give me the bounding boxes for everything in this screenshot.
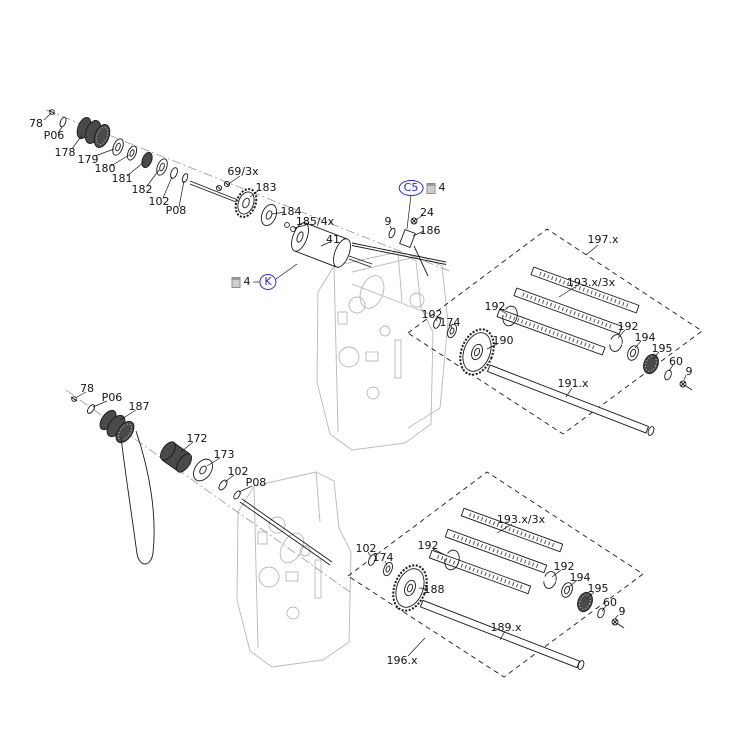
part-label-182: 182	[131, 183, 153, 196]
ghost-frame-upper	[316, 251, 449, 451]
screw-185	[284, 222, 290, 228]
part-label-194: 194	[634, 331, 656, 344]
part-label-9: 9	[685, 365, 693, 378]
part-label-173: 173	[213, 448, 235, 461]
boundary-196	[347, 471, 644, 678]
part-label-197-x: 197.x	[587, 233, 619, 246]
part-label-194: 194	[569, 571, 591, 584]
washer-p06	[59, 116, 67, 128]
part-label-60: 60	[669, 355, 683, 368]
ring-p08	[181, 173, 189, 183]
part-label-41: 41	[326, 233, 340, 246]
part-label-192: 192	[417, 539, 439, 552]
qty-note: 4	[426, 181, 446, 194]
part-label-191-x: 191.x	[557, 377, 589, 390]
part-label-102: 102	[355, 542, 377, 555]
part-label-24: 24	[420, 206, 434, 219]
part-label-178: 178	[54, 146, 76, 159]
part-label-192: 192	[553, 560, 575, 573]
top-shaft-assembly	[48, 109, 447, 277]
ring-102-upper	[433, 317, 441, 329]
part-label-186: 186	[419, 224, 441, 237]
gear-stack-187	[99, 409, 135, 444]
part-label-190: 190	[492, 334, 514, 347]
part-label-9: 9	[618, 605, 626, 618]
belt	[120, 430, 155, 565]
grease-icon	[231, 276, 241, 288]
leader-lines	[43, 112, 687, 657]
circlip-192-lower	[444, 549, 460, 571]
roller-172	[160, 441, 192, 473]
guide-rails-193-lower	[428, 507, 564, 595]
part-label-195: 195	[651, 342, 673, 355]
second-shaft-assembly	[70, 396, 333, 566]
part-label-180: 180	[94, 162, 116, 175]
feed-unit-lower-196	[347, 471, 644, 678]
part-label-183: 183	[255, 181, 277, 194]
part-label-195: 195	[587, 582, 609, 595]
gear-195	[643, 353, 659, 375]
bushing-181	[141, 151, 153, 169]
circlip-192	[502, 305, 518, 327]
part-label-174: 174	[372, 551, 394, 564]
part-label-181: 181	[111, 172, 133, 185]
part-label-102: 102	[421, 308, 443, 321]
part-label-179: 179	[77, 153, 99, 166]
washer-9	[388, 227, 396, 239]
qty-label: 4	[438, 181, 446, 194]
guide-rails-193-upper	[496, 266, 640, 356]
gear-stack-178	[76, 117, 111, 148]
part-label-102: 102	[148, 195, 170, 208]
part-label-69-3x: 69/3x	[227, 165, 259, 178]
circlip-192-lower-right	[543, 571, 557, 589]
qty-label: 4	[243, 275, 251, 288]
part-label-196-x: 196.x	[386, 654, 418, 667]
part-label-p06: P06	[101, 391, 123, 404]
part-label-p06: P06	[43, 129, 65, 142]
part-label-193-x-3x: 193.x/3x	[496, 513, 546, 526]
part-label-172: 172	[186, 432, 208, 445]
part-label-184: 184	[280, 205, 302, 218]
shaft-191	[486, 364, 650, 434]
part-label-187: 187	[128, 400, 150, 413]
callout-k[interactable]: K	[259, 274, 277, 290]
grease-icon	[426, 182, 436, 194]
part-label-78: 78	[80, 382, 94, 395]
ring-102-lower	[368, 554, 376, 566]
part-label-p08: P08	[165, 204, 187, 217]
part-label-60: 60	[603, 596, 617, 609]
part-label-102: 102	[227, 465, 249, 478]
part-label-188: 188	[423, 583, 445, 596]
callout-c5[interactable]: C5	[398, 180, 424, 196]
part-label-193-x-3x: 193.x/3x	[566, 276, 616, 289]
part-label-189-x: 189.x	[490, 621, 522, 634]
ring-102	[170, 167, 178, 179]
part-label-9: 9	[384, 215, 392, 228]
circlip-192-right	[609, 334, 623, 352]
part-label-78: 78	[29, 117, 43, 130]
qty-note: 4	[231, 275, 251, 288]
ring-102-second	[218, 479, 228, 491]
ring-p08-second	[233, 490, 241, 500]
part-label-174: 174	[439, 316, 461, 329]
part-label-192: 192	[617, 320, 639, 333]
bracket-186	[399, 228, 416, 249]
part-label-185-4x: 185/4x	[295, 215, 335, 228]
part-label-p08: P08	[245, 476, 267, 489]
washer-p06-second	[86, 404, 96, 414]
part-label-192: 192	[484, 300, 506, 313]
feed-unit-upper-197	[407, 228, 703, 436]
